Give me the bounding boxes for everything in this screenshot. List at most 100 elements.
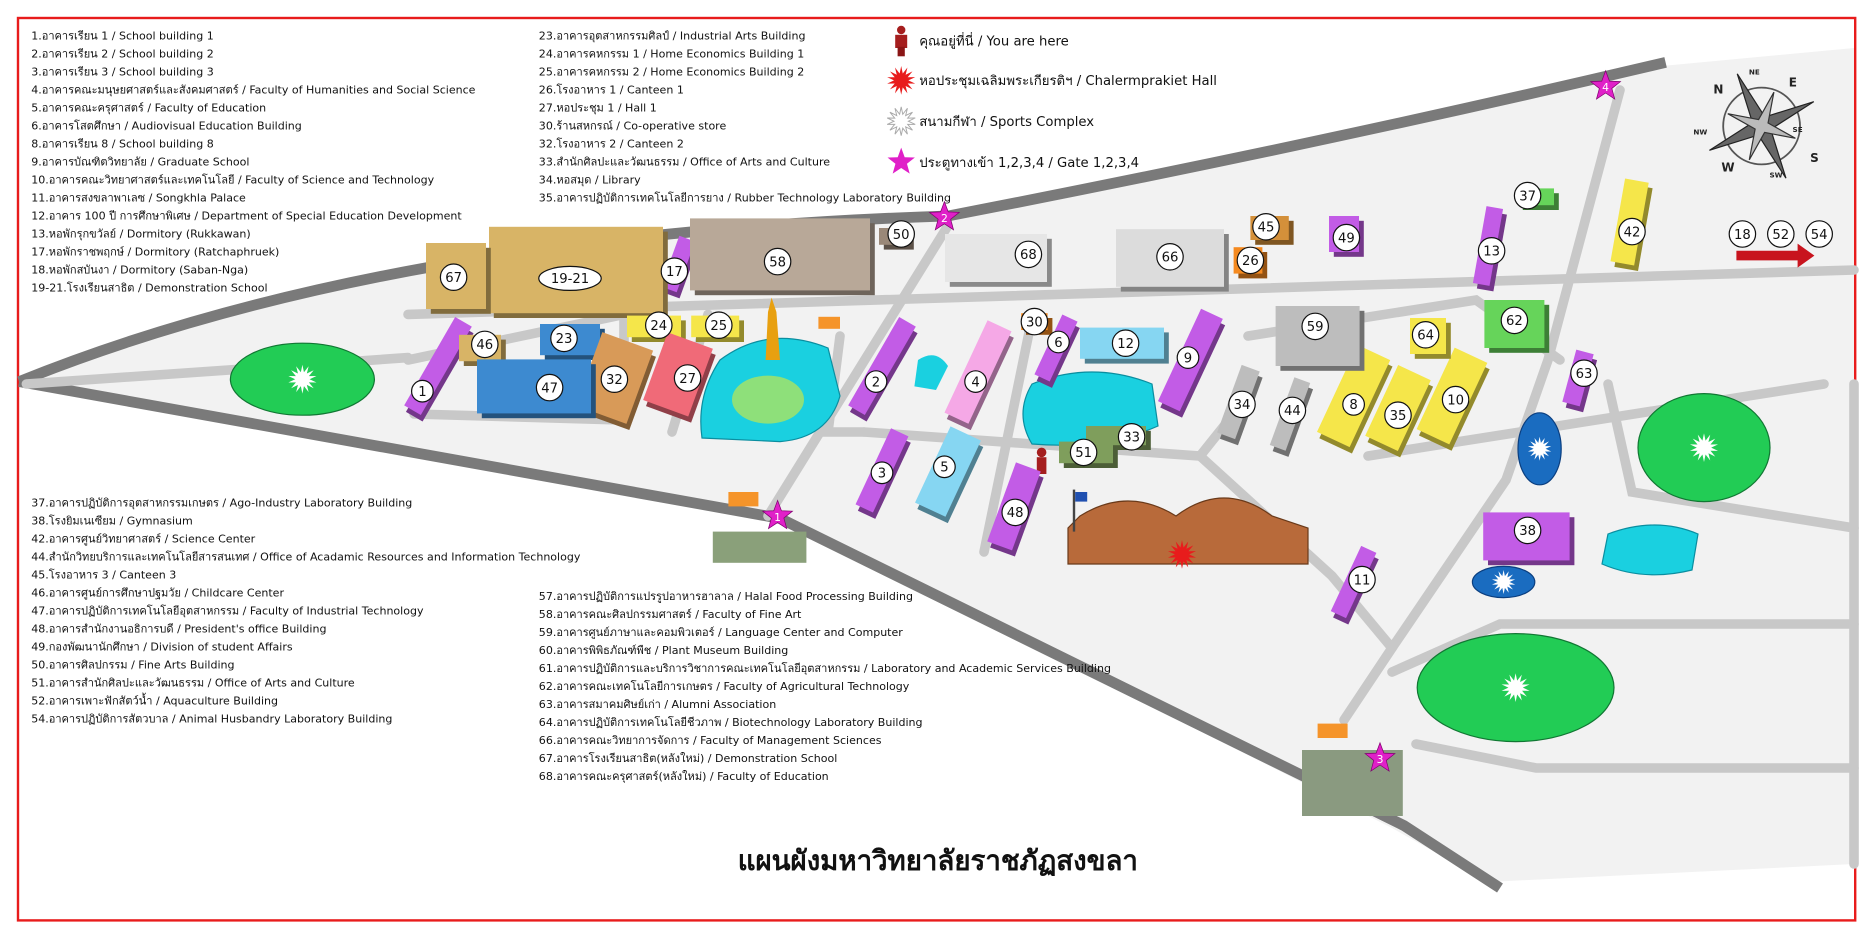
list-item: 8.อาคารเรียน 8 / School building 8 xyxy=(31,138,214,152)
list-item: 50.อาคารศิลปกรรม / Fine Arts Building xyxy=(31,658,235,672)
sports-burst-icon xyxy=(886,106,917,137)
marker-circle xyxy=(1156,243,1184,271)
marker-circle xyxy=(887,220,916,248)
person-icon xyxy=(886,25,917,57)
building-roof xyxy=(848,317,916,415)
marker-circle xyxy=(1513,181,1542,210)
marker-label: 58 xyxy=(769,255,786,270)
list-item: 59.อาคารศูนย์ภาษาและคอมพิวเตอร์ / Langua… xyxy=(538,626,903,640)
building-marker-23: 23 xyxy=(550,324,578,353)
marker-circle xyxy=(1618,217,1646,246)
marker-label: 13 xyxy=(1483,245,1500,260)
list-item: 66.อาคารคณะวิทยาการจัดการ / Faculty of M… xyxy=(538,734,882,748)
list-item: 64.อาคารปฏิบัติการเทคโนโลยีชีวภาพ / Biot… xyxy=(538,716,923,730)
marker-circle xyxy=(471,330,499,359)
sports-complex-icon xyxy=(288,364,317,394)
list-item: 12.อาคาร 100 ปี การศึกษาพิเศษ / Departme… xyxy=(31,210,462,224)
compass-label: W xyxy=(1721,161,1734,175)
kiosk xyxy=(818,316,841,329)
gate-star-icon xyxy=(761,499,794,530)
compass-label: NE xyxy=(1749,67,1760,76)
campus-path xyxy=(1411,739,1859,773)
guard-house xyxy=(1317,723,1348,738)
road-south xyxy=(18,376,1503,893)
building-marker-59: 59 xyxy=(1301,312,1330,341)
marker-circle xyxy=(1441,385,1470,414)
list-item: 27.หอประชุม 1 / Hall 1 xyxy=(538,102,657,116)
list-item: 17.หอพักราชพฤกษ์ / Dormitory (Ratchaphru… xyxy=(31,246,280,260)
marker-label: 67 xyxy=(445,271,462,286)
marker-circle xyxy=(600,365,629,394)
marker-circle xyxy=(763,247,792,276)
list-item: 63.อาคารสมาคมศิษย์เก่า / Alumni Associat… xyxy=(538,698,777,712)
list-item: 19-21.โรงเรียนสาธิต / Demonstration Scho… xyxy=(31,282,268,296)
building-marker-44: 44 xyxy=(1278,396,1307,425)
marker-circle xyxy=(1020,307,1049,336)
list-item: 51.อาคารสำนักศิลปะและวัฒนธรรม / Office o… xyxy=(31,676,355,690)
legend-label: คุณอยู่ที่นี่ / You are here xyxy=(919,33,1069,50)
marker-label: 46 xyxy=(476,338,493,353)
building-marker-12: 12 xyxy=(1111,329,1140,358)
campus-path xyxy=(1339,85,1625,725)
list-item: 62.อาคารคณะเทคโนโลยีการเกษตร / Faculty o… xyxy=(538,680,910,694)
marker-label: 10 xyxy=(1447,393,1464,408)
marker-circle xyxy=(1500,306,1529,335)
list-item: 32.โรงอาหาร 2 / Canteen 2 xyxy=(538,138,684,152)
marker-circle xyxy=(1411,321,1440,349)
list-item: 49.กองพัฒนานักศึกษา / Division of studen… xyxy=(31,640,293,654)
marker-label: 63 xyxy=(1576,367,1593,382)
marker-circle xyxy=(1767,220,1795,248)
gate-star-icon xyxy=(1364,741,1396,772)
gate-3: 3 xyxy=(1364,741,1396,772)
legend-hall: หอประชุมเฉลิมพระเกียรติฯ / Chalermprakie… xyxy=(886,65,1217,96)
gate-2: 2 xyxy=(928,200,961,231)
building-marker-24: 24 xyxy=(645,311,673,340)
list-item: 33.สำนักศิลปะและวัฒนธรรม / Office of Art… xyxy=(538,156,831,170)
marker-label: 23 xyxy=(556,332,573,347)
building-marker-47: 47 xyxy=(535,373,564,402)
marker-label: 42 xyxy=(1624,225,1641,240)
marker-circle xyxy=(1342,393,1366,416)
building-marker-11: 11 xyxy=(1348,565,1376,594)
gate-star-icon xyxy=(928,200,961,231)
gate-1-photo xyxy=(712,531,807,563)
marker-label: 5 xyxy=(940,461,948,476)
list-item: 67.อาคารโรงเรียนสาธิต(หลังใหม่) / Demons… xyxy=(538,752,838,766)
legend-label: ประตูทางเข้า 1,2,3,4 / Gate 1,2,3,4 xyxy=(919,154,1140,171)
list-item: 37.อาคารปฏิบัติการอุตสาหกรรมเกษตร / Ago-… xyxy=(31,496,413,511)
building-marker-19-21: 19-21 xyxy=(538,265,602,292)
marker-circle xyxy=(705,311,733,340)
building-marker-10: 10 xyxy=(1441,385,1470,414)
marker-circle xyxy=(933,455,956,479)
building-marker-66: 66 xyxy=(1156,243,1184,271)
campus-path xyxy=(979,313,1037,557)
marker-circle xyxy=(1236,246,1265,275)
marker-label: 59 xyxy=(1307,320,1324,335)
gate-label: 3 xyxy=(1377,753,1384,766)
list-item: 30.ร้านสหกรณ์ / Co-operative store xyxy=(538,120,727,134)
list-item: 1.อาคารเรียน 1 / School building 1 xyxy=(31,30,214,44)
east-arrow-icon xyxy=(1736,243,1815,268)
list-item: 57.อาคารปฏิบัติการแปรรูปอาหารฮาลาล / Hal… xyxy=(538,590,913,604)
campus-path xyxy=(1603,379,1859,533)
compass-label: N xyxy=(1713,83,1723,97)
building-marker-33: 33 xyxy=(1117,423,1146,451)
marker-circle xyxy=(1176,346,1200,370)
list-item: 38.โรงยิมเนเซียม / Gymnasium xyxy=(31,514,193,528)
campus-path xyxy=(763,220,953,521)
building-marker-1: 1 xyxy=(411,379,434,403)
building-marker-46: 46 xyxy=(471,330,499,359)
marker-label: 9 xyxy=(1184,351,1192,366)
building-marker-38: 38 xyxy=(1513,516,1542,545)
list-item: 9.อาคารบัณฑิตวิทยาลัย / Graduate School xyxy=(31,156,250,170)
building-marker-64: 64 xyxy=(1411,321,1440,349)
legend-label: สนามกีฬา / Sports Complex xyxy=(919,114,1095,130)
marker-label: 11 xyxy=(1354,573,1371,588)
marker-circle xyxy=(535,373,564,402)
building-marker-18: 18 xyxy=(1728,220,1757,248)
list-item: 35.อาคารปฏิบัติการเทคโนโลยีการยาง / Rubb… xyxy=(538,192,952,206)
road-north xyxy=(17,57,1667,387)
sports-complex-icon xyxy=(1501,673,1530,702)
marker-circle xyxy=(1252,213,1280,241)
building-marker-8: 8 xyxy=(1342,393,1366,416)
